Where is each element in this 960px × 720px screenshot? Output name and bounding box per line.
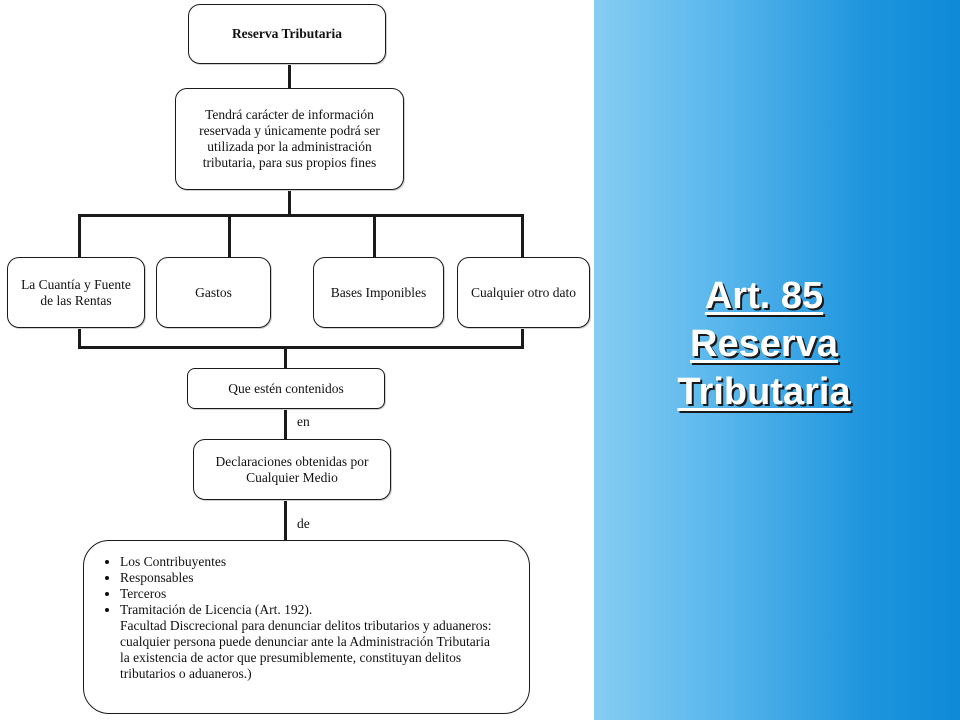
connector-label-en: en <box>297 414 310 429</box>
description-box: Tendrá carácter de información reservada… <box>175 88 404 190</box>
list-item: Tramitación de Licencia (Art. 192). <box>120 602 513 618</box>
connector-label-de: de <box>297 516 310 531</box>
description-line: utilizada por la administración <box>207 139 372 154</box>
category-line: Cualquier otro dato <box>471 284 576 300</box>
diagram-canvas: Reserva Tributaria Tendrá carácter de in… <box>0 0 594 720</box>
list-item: Terceros <box>120 586 513 602</box>
drop-line-2 <box>228 214 231 258</box>
connector-desc-bus <box>288 190 291 216</box>
category-line: La Cuantía y Fuente <box>21 276 131 292</box>
top-bus-line <box>78 214 524 217</box>
side-title-line: Art. 85 <box>704 275 824 317</box>
category-box-expenses: Gastos <box>156 257 271 328</box>
side-title-line: Tributaria <box>677 371 851 413</box>
connector-bus-contained <box>284 346 287 368</box>
description-line: Tendrá carácter de información <box>205 107 374 122</box>
side-title: Art. 85 Reserva Tributaria <box>594 272 934 416</box>
note-line: la existencia de actor que presumiblemen… <box>120 650 462 665</box>
note-line: Facultad Discrecional para denunciar del… <box>120 618 492 633</box>
note-block: Facultad Discrecional para denunciar del… <box>104 618 513 682</box>
connector-title-desc <box>288 64 291 90</box>
side-title-line: Reserva <box>690 323 838 365</box>
rise-line-1 <box>78 327 81 349</box>
drop-line-1 <box>78 214 81 258</box>
declarations-line: Declaraciones obtenidas por <box>215 453 369 469</box>
subjects-box: Los Contribuyentes Responsables Terceros… <box>83 540 530 714</box>
drop-line-3 <box>373 214 376 258</box>
category-line: Bases Imponibles <box>330 284 427 300</box>
contained-box: Que estén contenidos <box>187 368 385 409</box>
rise-line-4 <box>521 327 524 349</box>
drop-line-4 <box>521 214 524 258</box>
title-box: Reserva Tributaria <box>188 4 386 64</box>
note-line: cualquier persona puede denunciar ante l… <box>120 634 491 649</box>
connector-declarations-list <box>284 500 287 540</box>
category-box-other-data: Cualquier otro dato <box>457 257 590 328</box>
category-box-taxable-bases: Bases Imponibles <box>313 257 444 328</box>
contained-text: Que estén contenidos <box>228 380 344 396</box>
declarations-line: Cualquier Medio <box>246 469 338 485</box>
description-line: reservada y únicamente podrá ser <box>199 123 380 138</box>
bottom-bus-line <box>78 346 524 349</box>
category-line: de las Rentas <box>40 292 112 308</box>
category-box-income: La Cuantía y Fuente de las Rentas <box>7 257 145 328</box>
connector-contained-declarations <box>284 409 287 439</box>
list-item: Los Contribuyentes <box>120 554 513 570</box>
description-line: tributaria, para sus propios fines <box>202 155 377 170</box>
list-item: Responsables <box>120 570 513 586</box>
note-line: tributarios o aduaneros.) <box>120 666 252 681</box>
declarations-box: Declaraciones obtenidas por Cualquier Me… <box>193 439 391 500</box>
side-panel: Art. 85 Reserva Tributaria <box>594 0 960 720</box>
subjects-list: Los Contribuyentes Responsables Terceros… <box>104 554 513 618</box>
category-line: Gastos <box>195 284 232 300</box>
title-text: Reserva Tributaria <box>231 26 343 41</box>
